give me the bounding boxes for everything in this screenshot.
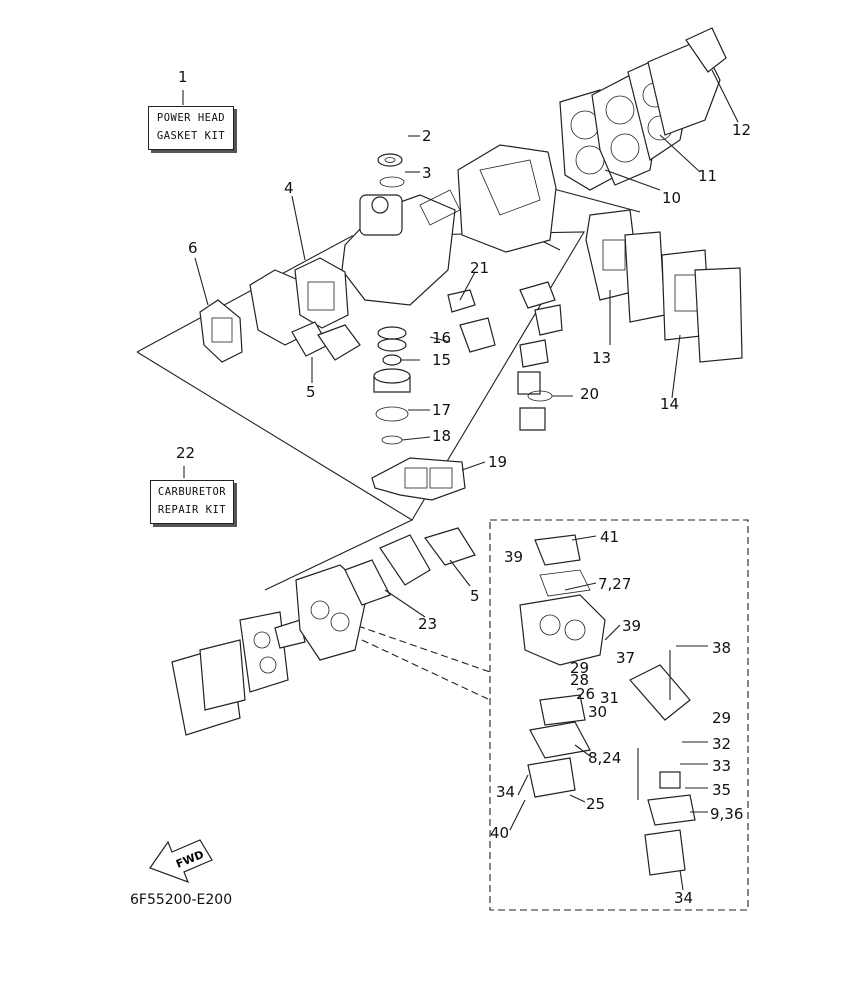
callout-9-36: 9,36	[710, 805, 744, 823]
power-head-gasket-kit-box: POWER HEAD GASKET KIT	[148, 106, 234, 150]
callout-20: 20	[580, 385, 600, 403]
callout-17: 17	[432, 401, 452, 419]
callout-31: 31	[600, 689, 620, 707]
callout-35: 35	[712, 781, 732, 799]
callout-19: 19	[488, 453, 508, 471]
callout-8-24: 8,24	[588, 749, 622, 767]
diagram-part-number: 6F55200-E200	[130, 892, 233, 908]
callout-40: 40	[490, 824, 510, 842]
cover-gaskets	[585, 209, 743, 363]
kit-line2: REPAIR KIT	[157, 504, 227, 516]
thermostat-group	[517, 281, 563, 431]
seal-stack	[373, 326, 411, 445]
callout-26: 26	[576, 685, 596, 703]
callout-28: 28	[570, 671, 590, 689]
callout-21: 21	[470, 259, 490, 277]
kit-line2: GASKET KIT	[156, 130, 226, 142]
callout-2: 2	[422, 127, 432, 145]
callout-41: 41	[600, 528, 620, 546]
carburetor-detail-box	[489, 519, 749, 911]
callout-5: 5	[306, 383, 316, 401]
leader-lines	[182, 69, 739, 891]
callout-3: 3	[422, 164, 432, 182]
callout-23: 23	[418, 615, 438, 633]
kit-number-1: 1	[178, 68, 188, 86]
left-gaskets	[199, 257, 361, 363]
kit-number-22: 22	[176, 444, 196, 462]
callout-38: 38	[712, 639, 732, 657]
callout-4: 4	[284, 179, 294, 197]
callout-29b: 29	[712, 709, 732, 727]
callout-39b: 39	[622, 617, 642, 635]
callout-6: 6	[188, 239, 198, 257]
callout-15: 15	[432, 351, 452, 369]
callout-33: 33	[712, 757, 732, 775]
fwd-arrow	[149, 839, 213, 884]
callout-5b: 5	[470, 587, 480, 605]
gasket-19	[371, 457, 466, 501]
callout-14: 14	[660, 395, 680, 413]
callout-10: 10	[662, 189, 682, 207]
callout-16: 16	[432, 329, 452, 347]
head-gaskets	[559, 27, 727, 191]
callout-29: 29	[570, 659, 590, 677]
callout-30: 30	[588, 703, 608, 721]
callout-34b: 34	[674, 889, 694, 907]
callout-25: 25	[586, 795, 606, 813]
kit-line1: POWER HEAD	[156, 112, 226, 124]
callout-34: 34	[496, 783, 516, 801]
callout-18: 18	[432, 427, 452, 445]
carburetor-body	[519, 534, 696, 876]
callout-37: 37	[616, 649, 636, 667]
callout-12: 12	[732, 121, 752, 139]
callout-7-27: 7,27	[598, 575, 632, 593]
carburetor-repair-kit-box: CARBURETOR REPAIR KIT	[150, 480, 234, 524]
callout-11: 11	[698, 167, 718, 185]
kit-line1: CARBURETOR	[157, 486, 227, 498]
callout-39: 39	[504, 548, 524, 566]
cylinder-block	[457, 144, 557, 253]
callout-32: 32	[712, 735, 732, 753]
callout-13: 13	[592, 349, 612, 367]
intake-group	[171, 527, 476, 736]
crankcase	[341, 189, 461, 306]
